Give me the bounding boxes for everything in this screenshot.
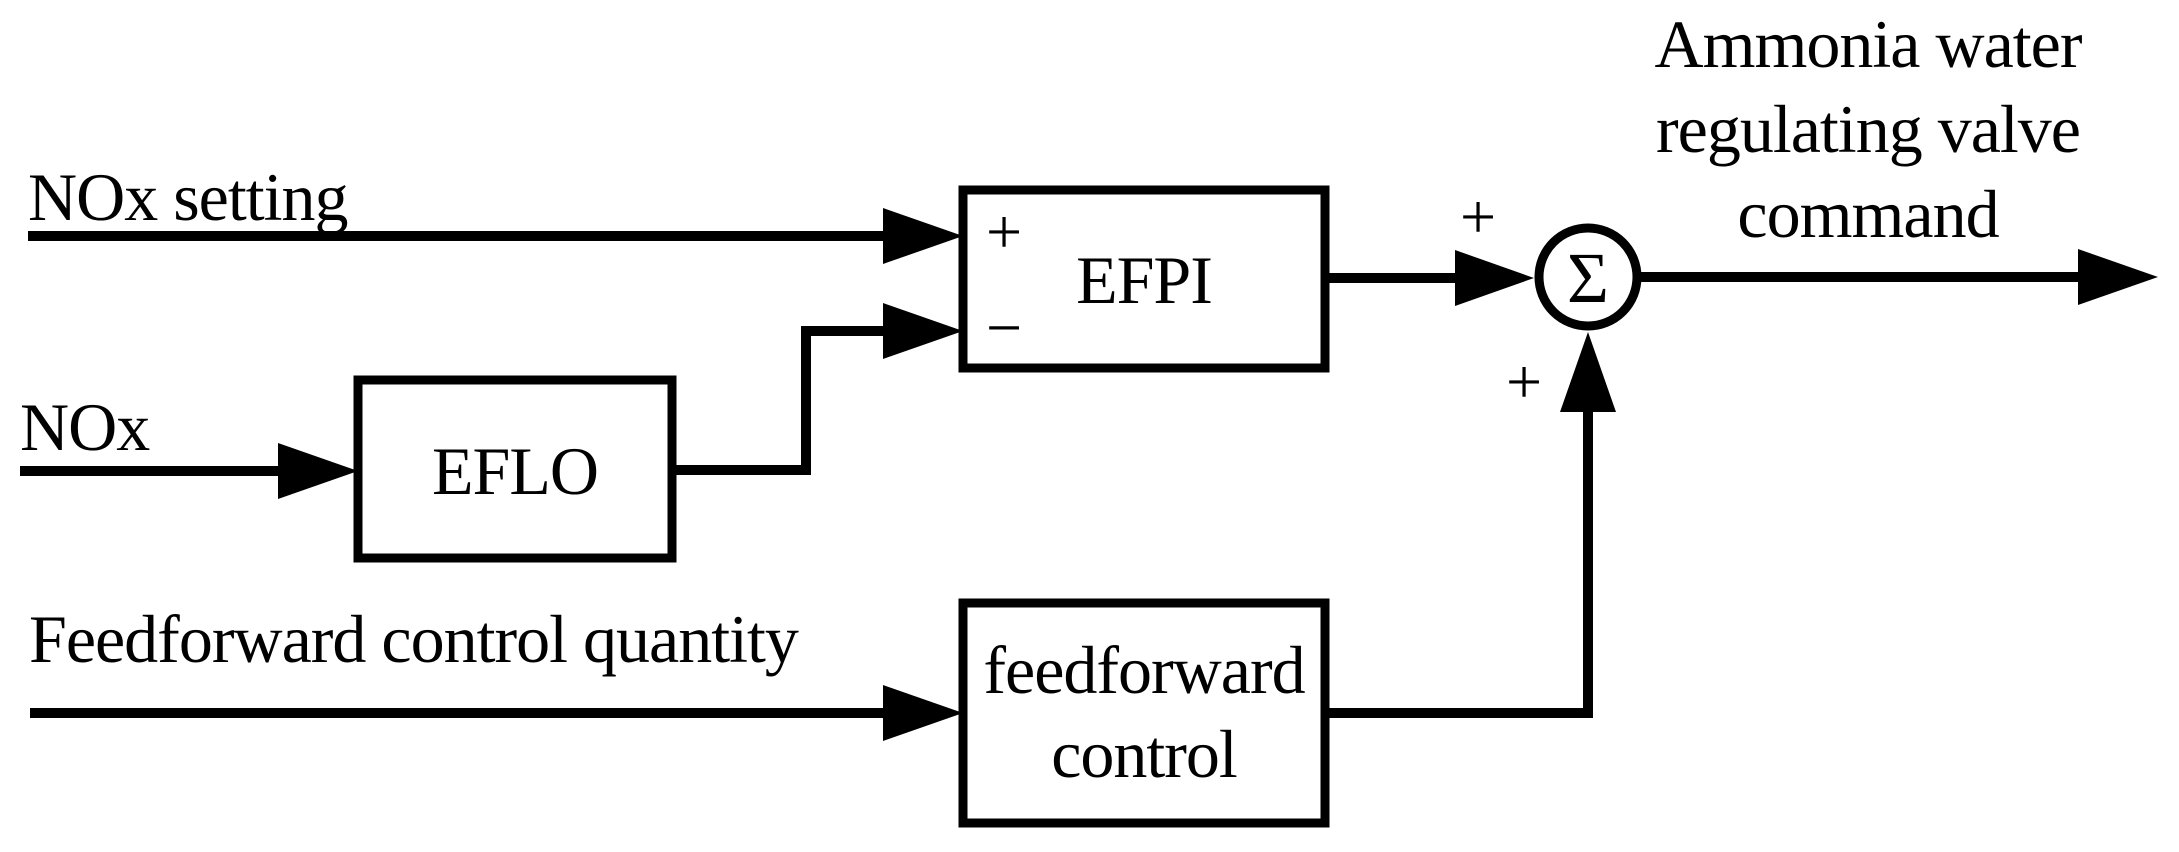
sum-bottom-arrowhead-icon [1560,332,1616,412]
sum-left-plus-sign: + [1460,181,1496,252]
output-arrowhead-icon [2078,249,2158,305]
efpi-plus-sign: + [986,196,1022,267]
sum-bottom-plus-sign: + [1506,346,1542,417]
output-label-line2: regulating valve [1656,91,2080,167]
feedforward-block-label-line2: control [1051,716,1237,792]
eflo-block-label: EFLO [432,433,598,509]
sum-left-arrowhead-icon [1455,250,1534,306]
feedforward-block-label-line1: feedforward [983,632,1305,708]
output-label-line3: command [1737,176,1999,252]
sigma-symbol: Σ [1567,238,1609,318]
feedforward-block [958,598,1330,828]
nox-setting-label: NOx setting [28,159,348,235]
sum-junction-circle [1534,223,1642,331]
efpi-block-label: EFPI [1076,242,1212,318]
nox-setting-arrowhead-icon [883,208,963,264]
output-label-line1: Ammonia water [1655,6,2083,82]
nox-label: NOx [20,389,150,465]
feedforward-quantity-label: Feedforward control quantity [29,601,799,677]
feedforward-arrowhead-icon [883,685,963,741]
efpi-minus-sign: − [986,292,1022,363]
efpi-minus-arrowhead-icon [883,303,963,359]
nox-arrowhead-icon [278,443,358,499]
feedforward-output-line [1325,410,1593,718]
eflo-to-efpi-line [672,326,888,475]
